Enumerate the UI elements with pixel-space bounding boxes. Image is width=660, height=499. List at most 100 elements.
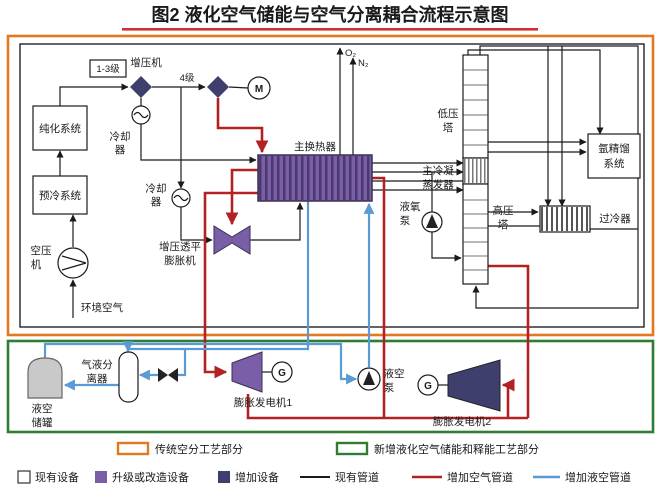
main-heat-exchanger-label: 主换热器 — [294, 140, 336, 153]
motor-icon — [247, 76, 271, 100]
red-pipe-stage4-to-hx — [216, 98, 269, 154]
precooling-box — [32, 175, 88, 215]
lp-column-icon — [462, 54, 489, 159]
title-underline — [122, 28, 538, 31]
hp-column-label-2: 塔 — [498, 218, 509, 231]
liquid-air-pump-label-2: 泵 — [384, 382, 395, 394]
pipe-loxpump-to-hp — [431, 232, 462, 262]
hp-column-label-1: 高压 — [493, 204, 514, 217]
pipe-purification-to-booster — [59, 83, 129, 106]
cooler1-label-1: 冷却 — [110, 130, 131, 143]
pipe-expander-to-hx — [250, 202, 304, 241]
laes-section: 液空 储罐 气液分 离器 G 膨胀发电机1 液空 泵 G 膨胀发电机2 — [27, 342, 528, 429]
lp-column-label-1: 低压 — [438, 107, 459, 120]
expansion-generator1-label: 膨胀发电机1 — [234, 396, 292, 409]
air-compressor-icon — [57, 247, 89, 279]
laes-frame — [6, 339, 655, 434]
expansion-turbine2-icon — [447, 359, 501, 412]
liquid-air-tank-icon — [27, 357, 63, 399]
lox-pump-impeller — [426, 214, 438, 228]
legend-traditional-label: 传统空分工艺部分 — [155, 442, 243, 456]
existing-pipes — [56, 45, 639, 318]
hp-column-trays — [463, 199, 488, 271]
traditional-asu-section: 纯化系统 预冷系统 空压 机 环境空气 1-3级 增压机 4级 M 冷却 器 冷… — [31, 45, 641, 418]
air-compressor-label-1: 空压 — [31, 244, 52, 257]
legend-existing-pipe-label: 现有管道 — [335, 470, 379, 484]
cooler2-wave — [173, 194, 189, 202]
generator1-label: G — [278, 368, 286, 379]
blue-pipe-tank-to-pump — [43, 342, 358, 385]
legend-added-liquid-pipe-label: 增加液空管道 — [565, 470, 631, 484]
o2-label: O₂ — [345, 48, 356, 59]
booster-stage13-icon — [130, 76, 152, 98]
main-condenser-label-2: 蒸发器 — [422, 178, 454, 191]
cooler2-label-1: 冷却 — [146, 182, 167, 195]
argon-system-box — [587, 133, 641, 179]
booster-label: 增压机 — [130, 56, 162, 69]
main-condenser-label-1: 主冷凝 — [422, 164, 454, 177]
n2-label: N₂ — [358, 58, 369, 69]
traditional-asu-frame — [6, 34, 655, 337]
gas-liquid-separator-label-1: 气液分 — [81, 358, 113, 371]
red-pipe-hp-down — [488, 264, 530, 418]
pipe-lp-top-to-argon — [467, 49, 604, 135]
legend-laes-swatch — [335, 441, 369, 456]
booster-turbo-expander-label-2: 膨胀机 — [164, 254, 196, 267]
inner-battery-limit-frame — [19, 43, 645, 328]
legend-added-equipment-swatch — [218, 471, 230, 483]
liquid-air-pump-label-1: 液空 — [384, 367, 405, 380]
legend: 传统空分工艺部分 新增液化空气储能和释能工艺部分 现有设备 升级或改造设备 增加… — [17, 441, 631, 484]
stage-1-3-label: 1-3级 — [96, 63, 120, 75]
cooler2-label-2: 器 — [151, 196, 162, 208]
throttle-valve-icon — [158, 368, 178, 382]
generator1-icon — [271, 361, 293, 383]
added-air-pipes-bottom — [246, 378, 528, 420]
stage-1-3-box — [89, 59, 127, 78]
liquid-air-tank-label-1: 液空 — [32, 402, 53, 415]
expansion-generator2-label: 膨胀发电机2 — [433, 415, 491, 428]
red-pipe-hx-to-gen1 — [203, 191, 258, 379]
main-condenser-icon — [462, 157, 489, 185]
lp-column-label-2: 塔 — [443, 121, 454, 134]
pipe-cooler1-to-hx — [140, 124, 257, 164]
air-compressor-label-2: 机 — [31, 258, 42, 271]
legend-traditional-swatch — [116, 441, 150, 456]
added-liquid-pipes-top — [122, 201, 375, 377]
legend-existing-equipment-label: 现有设备 — [35, 470, 79, 484]
added-liquid-pipes-bottom — [43, 342, 358, 391]
liquid-air-pump-impeller — [363, 371, 375, 385]
legend-upgraded-equipment-label: 升级或改造设备 — [112, 470, 189, 484]
cooler1-wave — [133, 111, 149, 119]
red-pipe-to-gen2 — [501, 378, 515, 418]
figure-title: 图2 液化空气储能与空气分离耦合流程示意图 — [151, 4, 508, 25]
ambient-air-label: 环境空气 — [81, 301, 123, 314]
generator2-label: G — [424, 381, 432, 392]
red-pipe-hx-to-expander — [225, 168, 258, 226]
liquid-air-tank-label-2: 储罐 — [32, 416, 53, 429]
subcooler-label: 过冷器 — [599, 212, 631, 225]
purification-box — [32, 105, 88, 151]
cooler1-label-2: 器 — [115, 144, 126, 156]
blue-pipe-branch-to-valve — [178, 349, 187, 377]
blue-pipe-hx-to-separator — [122, 201, 310, 353]
legend-added-air-pipe-label: 增加空气管道 — [447, 470, 513, 484]
shaft-booster-motor — [228, 86, 249, 89]
legend-upgraded-equipment-swatch — [95, 471, 107, 483]
booster-turbo-expander-label-1: 增压透平 — [159, 240, 201, 253]
hp-column-icon — [462, 183, 489, 285]
legend-laes-label: 新增液化空气储能和释能工艺部分 — [374, 442, 539, 456]
red-pipe-bottom-bus — [246, 394, 528, 420]
lp-column-trays — [463, 69, 488, 146]
lox-pump-label-1: 液氧 — [400, 200, 421, 213]
gas-liquid-separator-icon — [118, 351, 139, 403]
lox-pump-label-2: 泵 — [400, 215, 411, 227]
booster-turbo-expander-icon — [213, 225, 251, 255]
air-compressor-blades — [61, 255, 87, 271]
booster-stage4-icon — [207, 76, 229, 98]
motor-label: M — [255, 84, 263, 95]
argon-system-label-1: 氩精馏 — [598, 142, 630, 155]
gas-liquid-separator-label-2: 离器 — [87, 372, 108, 385]
legend-existing-equipment-swatch — [17, 470, 31, 484]
